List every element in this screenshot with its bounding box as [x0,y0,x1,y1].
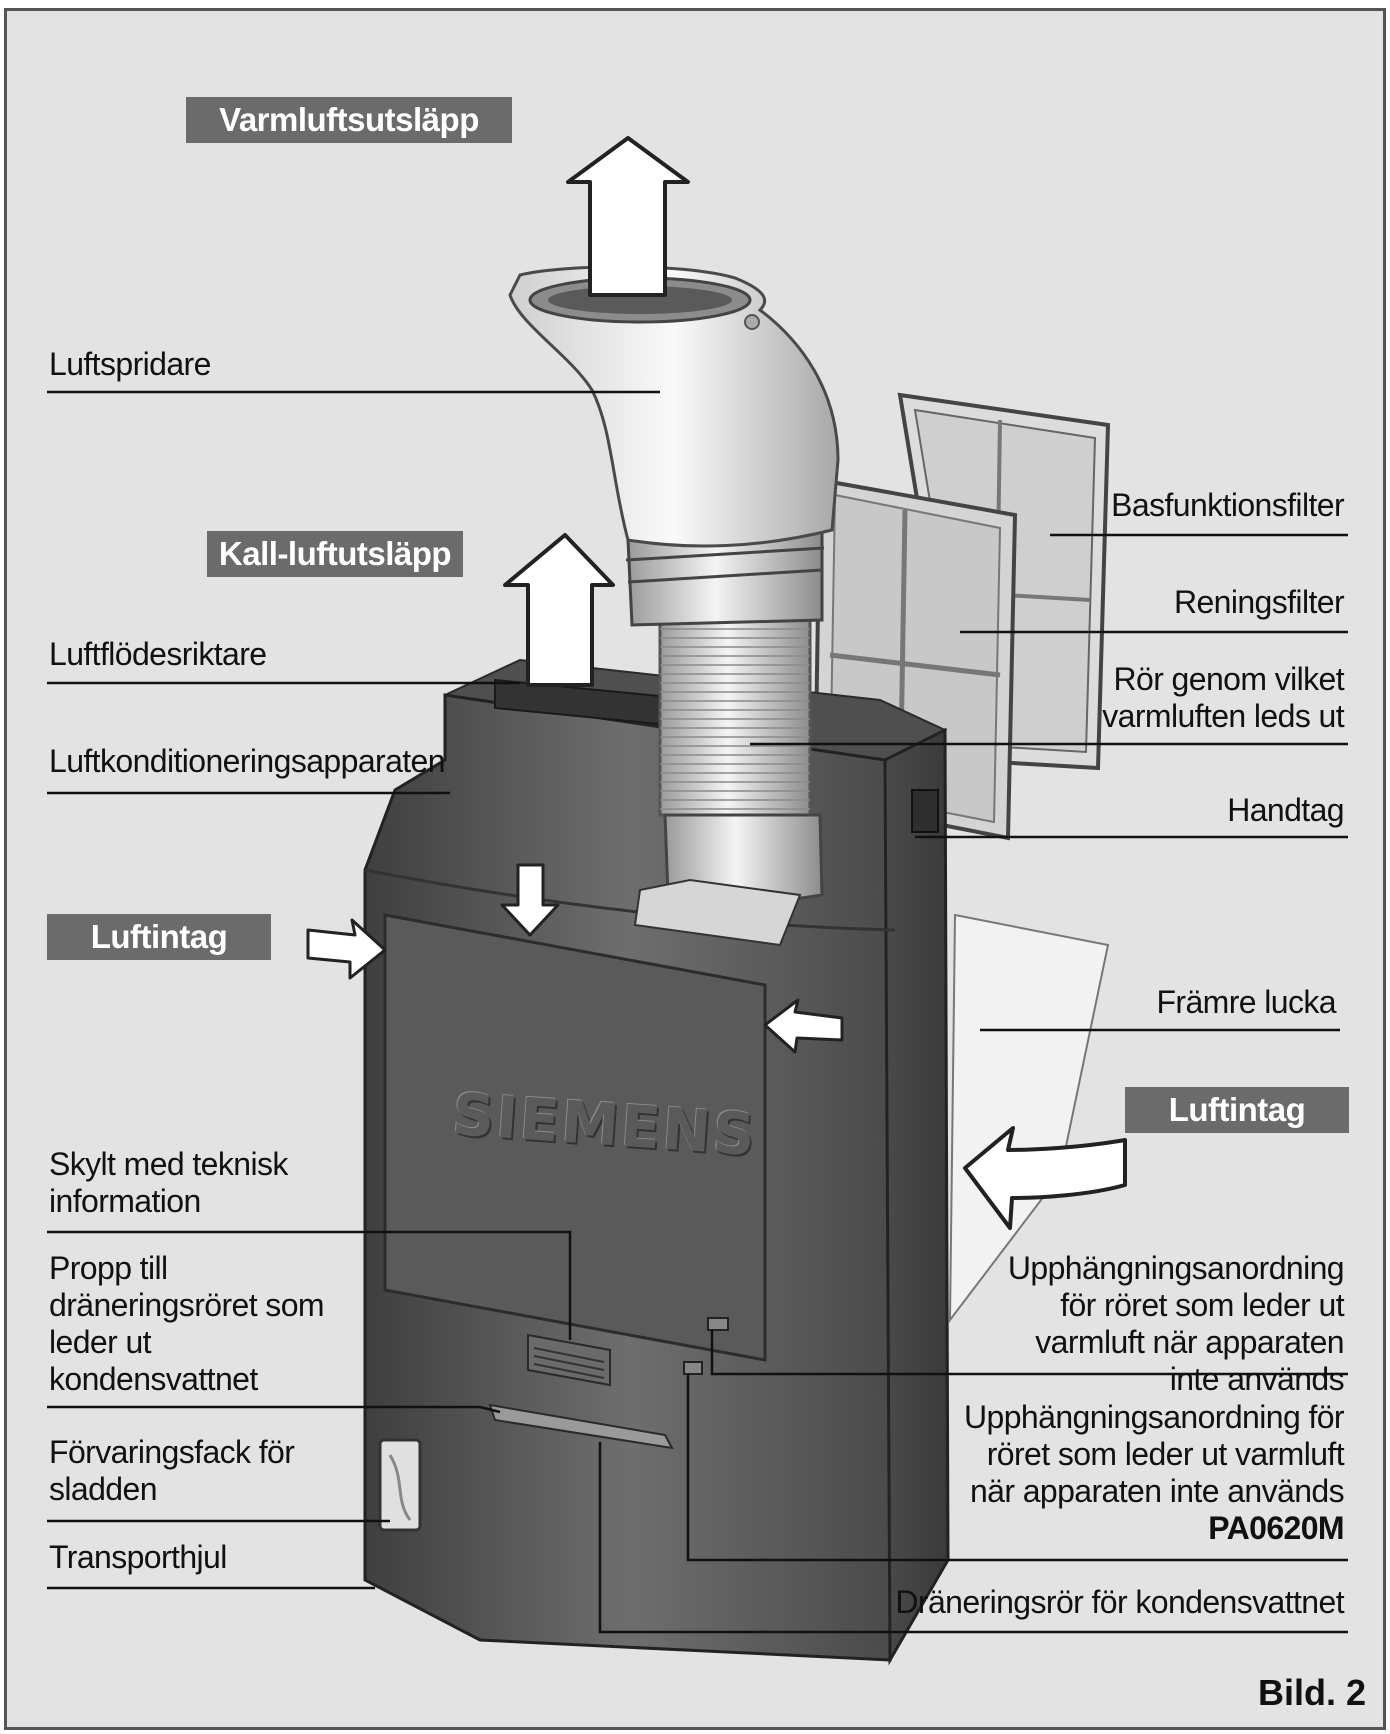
label-handle: Handtag [1227,792,1344,828]
figure-caption: Bild. 2 [1257,1672,1366,1713]
drain-plug-grille [527,1333,611,1387]
front-grille-panel [383,913,767,1362]
front-intake-arrow [763,998,844,1054]
label-wheels: Transporthjul [49,1539,227,1575]
air-intake-left-tag: Luftintag [47,914,271,960]
label-hanger-2-text: Upphängningsanordning för röret som lede… [964,1399,1345,1509]
handle [911,789,939,833]
label-hose: Rör genom vilket varmluften leds ut [1102,661,1344,734]
label-base-filter: Basfunktionsfilter [1111,487,1344,523]
label-rating-plate: Skylt med teknisk information [49,1146,288,1219]
right-intake-curved-arrow [963,1126,1127,1230]
diffuser [508,265,840,548]
label-drain-pipe: Dräneringsrör för kondensvattnet [895,1584,1344,1620]
cold-air-outlet-tag: Kall-luftutsläpp [207,531,463,577]
hose-mount-plate [633,878,802,947]
hot-air-up-arrow [566,136,690,297]
label-front-cover: Främre lucka [1156,984,1336,1020]
drain-pipe-slot [488,1403,674,1450]
top-intake-down-arrow [500,863,560,937]
hanger-hook-2 [683,1361,703,1375]
label-drain-plug: Propp till dräneringsröret som leder ut … [49,1250,325,1397]
leader-lines [47,390,1348,1634]
cold-air-up-arrow [503,533,615,687]
hanger-hook-1 [707,1317,729,1331]
label-diffuser: Luftspridare [49,346,211,382]
label-cord-storage: Förvaringsfack för sladden [49,1434,295,1507]
unit-side [883,727,950,1666]
label-unit: Luftkonditioneringsapparaten [49,743,446,779]
label-purify-filter: Reningsfilter [1173,584,1345,620]
air-intake-right-tag: Luftintag [1125,1087,1349,1133]
left-intake-arrow [306,918,387,980]
label-hanger-1: Upphängningsanordning för röret som lede… [1007,1250,1345,1397]
label-flow-director: Luftflödesriktare [49,636,267,672]
label-hanger-2-model: PA0620M [1208,1510,1344,1546]
hot-air-outlet-tag: Varmluftsutsläpp [186,97,512,143]
label-hanger-2: Upphängningsanordning för röret som lede… [944,1399,1345,1547]
